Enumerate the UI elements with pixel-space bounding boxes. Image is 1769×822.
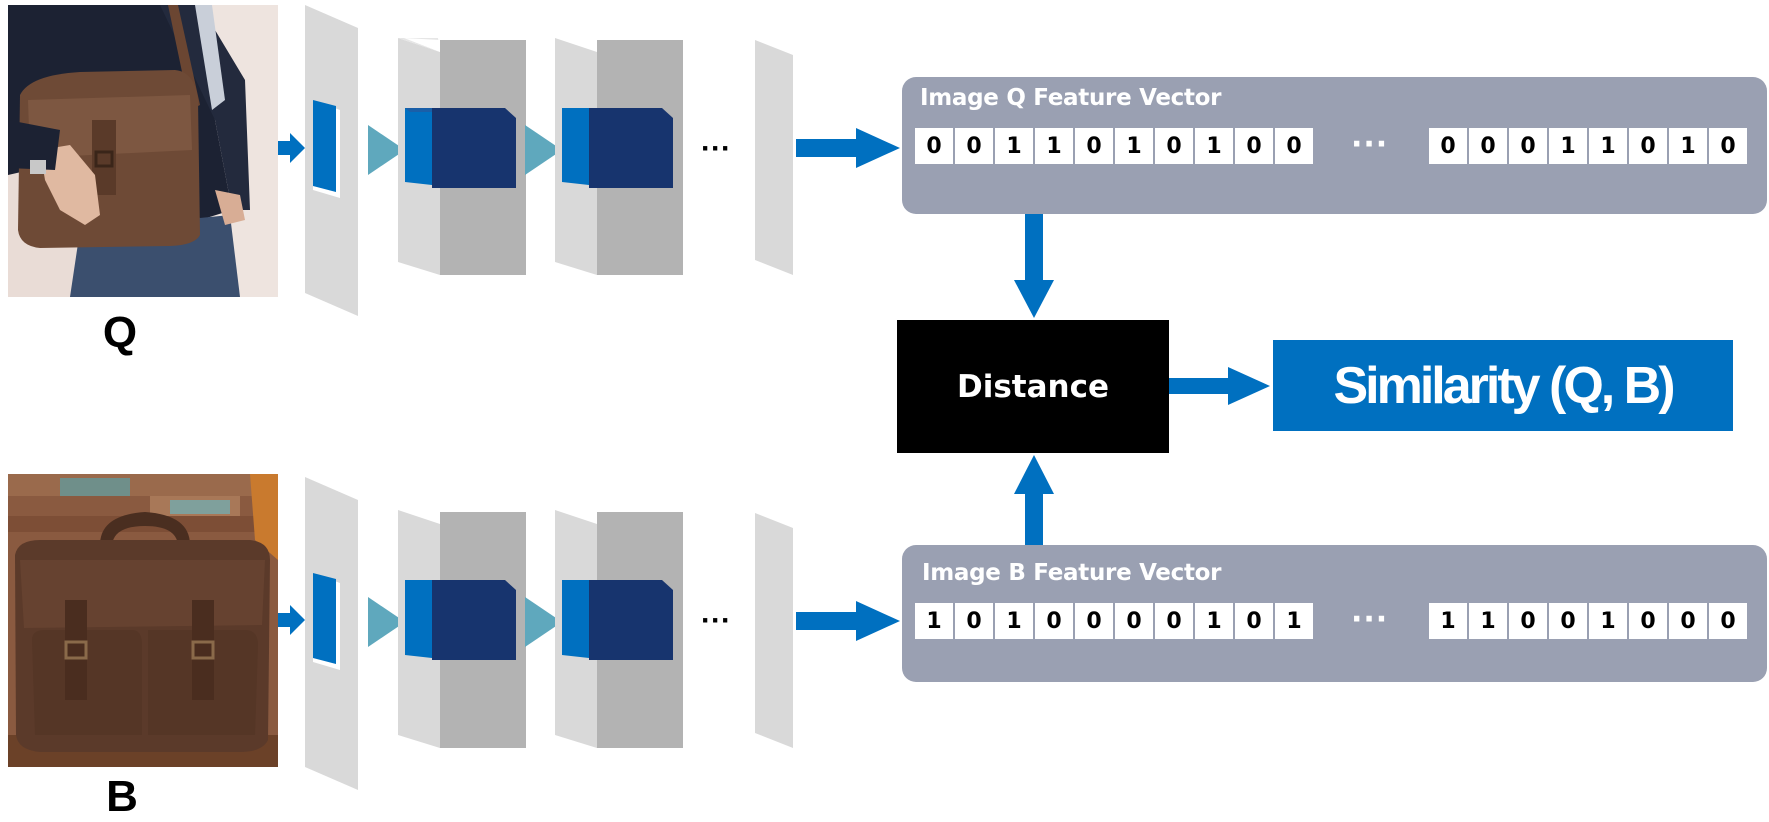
arrow-image-b-to-cnn [278, 605, 305, 635]
bit-cell: 1 [915, 603, 953, 639]
kernel-arrow-q-1 [368, 125, 405, 175]
arrow-vector-q-to-distance [1014, 214, 1054, 318]
bit-cell: 0 [1275, 128, 1313, 164]
bit-cell: 0 [1235, 603, 1273, 639]
bit-cell: 1 [1195, 128, 1233, 164]
bit-cell: 0 [1629, 128, 1667, 164]
feature-vector-b-bits-right: 1 1 0 0 1 0 0 0 [1429, 603, 1749, 639]
arrow-distance-to-similarity [1169, 367, 1270, 405]
conv-layer-b-2 [555, 510, 683, 748]
feature-vector-q-bits-left: 0 0 1 1 0 1 0 1 0 0 [915, 128, 1315, 164]
arrow-cnn-to-vector-b [796, 601, 900, 641]
bit-cell: 1 [1549, 128, 1587, 164]
bit-cell: 1 [1275, 603, 1313, 639]
bit-cell: 0 [1075, 603, 1113, 639]
conv-layer-b-1 [398, 510, 526, 748]
bit-cell: 0 [1075, 128, 1113, 164]
bit-cell: 0 [1669, 603, 1707, 639]
feature-vector-b-title: Image B Feature Vector [922, 560, 1222, 586]
kernel-arrow-q-2 [525, 125, 562, 175]
base-image [8, 474, 278, 767]
feature-vector-q: Image Q Feature Vector 0 0 1 1 0 1 0 1 0… [902, 77, 1767, 214]
conv-layer-q-2 [555, 38, 683, 275]
bit-cell: 0 [1509, 128, 1547, 164]
network-ellipsis-q: ··· [701, 132, 731, 165]
bit-cell: 0 [1709, 128, 1747, 164]
arrow-vector-b-to-distance [1014, 455, 1054, 546]
query-image [8, 5, 278, 297]
query-image-label: Q [102, 308, 138, 357]
bit-cell: 0 [1709, 603, 1747, 639]
kernel-arrow-b-2 [525, 597, 562, 647]
bit-cell: 1 [1469, 603, 1507, 639]
conv-layer-q-1 [398, 38, 526, 275]
feature-vector-q-bits-right: 0 0 0 1 1 0 1 0 [1429, 128, 1749, 164]
bit-cell: 1 [995, 603, 1033, 639]
bit-cell: 0 [1429, 128, 1467, 164]
bit-cell: 0 [1235, 128, 1273, 164]
base-image-label: B [106, 772, 138, 821]
arrow-image-q-to-cnn [278, 133, 305, 163]
bit-cell: 0 [915, 128, 953, 164]
distance-box: Distance [897, 320, 1169, 453]
bit-cell: 0 [1469, 128, 1507, 164]
bit-cell: 0 [1155, 603, 1193, 639]
feature-vector-b-ellipsis: ··· [1351, 602, 1389, 637]
bit-cell: 0 [1509, 603, 1547, 639]
bit-cell: 1 [1035, 128, 1073, 164]
feature-vector-q-ellipsis: ··· [1351, 127, 1389, 162]
bit-cell: 0 [955, 603, 993, 639]
bit-cell: 0 [1629, 603, 1667, 639]
bit-cell: 1 [1115, 128, 1153, 164]
feature-vector-b-bits-left: 1 0 1 0 0 0 0 1 0 1 [915, 603, 1315, 639]
feature-vector-q-title: Image Q Feature Vector [920, 85, 1222, 111]
bit-cell: 1 [1195, 603, 1233, 639]
bit-cell: 0 [1549, 603, 1587, 639]
bit-cell: 1 [1429, 603, 1467, 639]
bit-cell: 0 [1155, 128, 1193, 164]
output-layer-b [755, 513, 793, 748]
similarity-box: Similarity (Q, B) [1273, 340, 1733, 431]
bit-cell: 1 [995, 128, 1033, 164]
bit-cell: 1 [1589, 603, 1627, 639]
output-layer-q [755, 40, 793, 275]
bit-cell: 1 [1589, 128, 1627, 164]
cnn-network-q: ··· [278, 5, 900, 316]
kernel-arrow-b-1 [368, 597, 405, 647]
bit-cell: 1 [1669, 128, 1707, 164]
bit-cell: 0 [955, 128, 993, 164]
bit-cell: 0 [1035, 603, 1073, 639]
arrow-cnn-to-vector-q [796, 128, 900, 168]
feature-vector-b: Image B Feature Vector 1 0 1 0 0 0 0 1 0… [902, 545, 1767, 682]
cnn-network-b: ··· [278, 477, 900, 790]
bit-cell: 0 [1115, 603, 1153, 639]
network-ellipsis-b: ··· [701, 604, 731, 637]
